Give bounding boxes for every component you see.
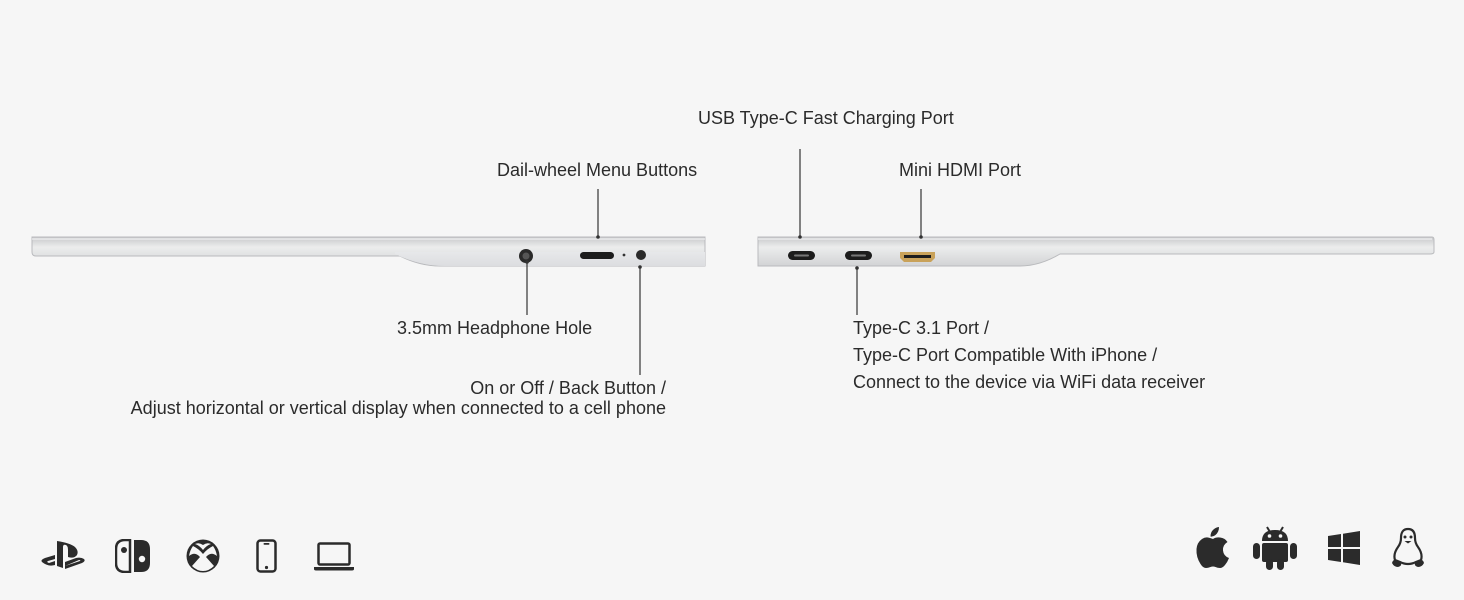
dial-wheel xyxy=(580,252,614,259)
laptop-icon xyxy=(314,542,354,571)
nintendo-switch-icon xyxy=(115,539,150,573)
leader-lines xyxy=(525,149,923,375)
label-power-button-line1: On or Off / Back Button / xyxy=(470,378,666,398)
power-button xyxy=(636,250,646,260)
monitor-right-side xyxy=(757,236,1435,267)
label-dial-wheel-menu: Dail-wheel Menu Buttons xyxy=(497,160,698,180)
apple-icon xyxy=(1196,527,1229,568)
playstation-icon xyxy=(41,541,85,569)
label-power-button: On or Off / Back Button / Adjust horizon… xyxy=(131,378,666,418)
label-power-button-line2: Adjust horizontal or vertical display wh… xyxy=(130,398,666,418)
label-mini-hdmi: Mini HDMI Port xyxy=(899,160,1022,180)
label-typec31-line2: Type-C Port Compatible With iPhone / xyxy=(853,345,1158,365)
xbox-icon xyxy=(186,539,220,573)
windows-icon xyxy=(1328,531,1360,565)
monitor-left-side xyxy=(31,236,706,267)
android-icon xyxy=(1253,526,1297,570)
linux-icon xyxy=(1392,527,1424,567)
label-typec31-line1: Type-C 3.1 Port / xyxy=(853,318,990,338)
label-headphone: 3.5mm Headphone Hole xyxy=(397,318,593,338)
smartphone-icon xyxy=(256,539,277,573)
label-usb-c-fast-charging: USB Type-C Fast Charging Port xyxy=(698,108,954,128)
label-typec31-line3: Connect to the device via WiFi data rece… xyxy=(853,372,1206,392)
label-typec31: Type-C 3.1 Port / Type-C Port Compatible… xyxy=(853,315,1205,396)
